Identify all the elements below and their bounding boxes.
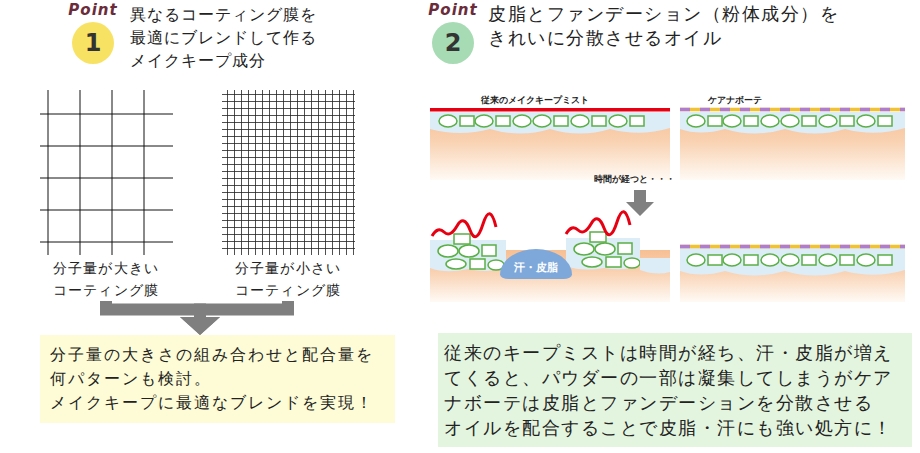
point-word: Point: [422, 1, 484, 19]
skin-panel: [680, 247, 905, 303]
grid-space: [35, 85, 177, 257]
fine-grid: [222, 90, 355, 255]
point-number: 1: [85, 29, 102, 57]
time-label: 時間が経つと・・・: [594, 174, 684, 185]
panel-title: ケアナボーテ: [680, 94, 790, 106]
merge-arrow: [106, 301, 200, 317]
skin-panel: [430, 212, 670, 302]
time-arrow: [626, 190, 654, 216]
point-number: 2: [445, 29, 462, 57]
point-word: Point: [62, 1, 124, 19]
coarse-grid: [40, 90, 173, 255]
skin-panel: [680, 110, 905, 181]
summary-box: 従来のキープミストは時間が経ち、汗・皮脂が増え てくると、パウダーの一部は凝集し…: [438, 333, 912, 447]
summary-text: 分子量の大きさの組み合わせと配合量を 何パターンも検討。 メイクキープに最適なブ…: [50, 343, 385, 415]
point-heading: 皮脂とファンデーション（粉体成分）を きれいに分散させるオイル: [488, 2, 860, 50]
sweat-blob: 汗・皮脂: [500, 249, 572, 279]
skin-panel: [430, 108, 670, 180]
summary-text: 従来のキープミストは時間が経ち、汗・皮脂が増え てくると、パウダーの一部は凝集し…: [444, 340, 906, 440]
panel-title: 従来のメイクキープミスト: [430, 94, 640, 106]
merge-arrow: [200, 301, 288, 317]
grid-label: 分子量が大きい コーティング膜: [35, 257, 177, 301]
coating-grid: 分子量が大きい コーティング膜: [35, 85, 177, 301]
badge-circle: 1: [72, 22, 114, 64]
summary-box: 分子量の大きさの組み合わせと配合量を 何パターンも検討。 メイクキープに最適なブ…: [40, 335, 395, 423]
panel-heading: 従来のメイクキープミスト: [430, 94, 640, 107]
grid-space: [217, 85, 359, 257]
panel-heading: ケアナボーテ: [680, 94, 790, 107]
point-heading: 異なるコーティング膜を 最適にブレンドして作る メイクキープ成分: [130, 3, 330, 72]
point-badge: 1 Point: [62, 0, 124, 64]
badge-circle: 2: [432, 22, 474, 64]
point-badge: 2 Point: [422, 0, 484, 64]
grid-label: 分子量が小さい コーティング膜: [217, 257, 359, 301]
coating-grid: 分子量が小さい コーティング膜: [217, 85, 359, 301]
blob-text: 汗・皮脂: [514, 260, 558, 275]
